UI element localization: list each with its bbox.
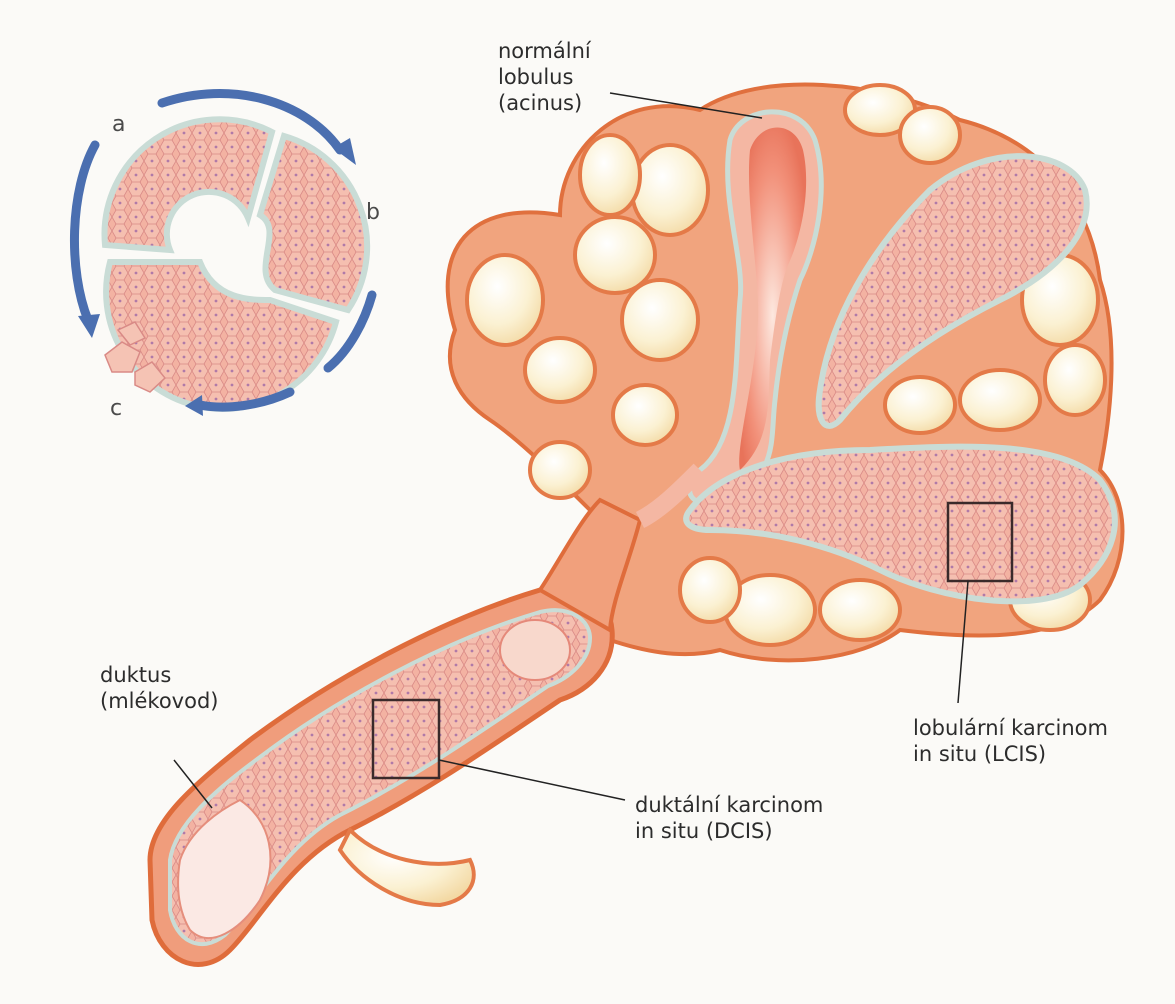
arrowhead-a bbox=[78, 314, 100, 338]
label-lcis-line2: in situ (LCIS) bbox=[913, 741, 1108, 767]
duct-side-branch bbox=[340, 830, 474, 905]
label-dcis-line2: in situ (DCIS) bbox=[635, 818, 823, 844]
cycle-diagram bbox=[74, 94, 372, 416]
cycle-letter-b: b bbox=[366, 200, 380, 225]
cycle-segment-b bbox=[260, 136, 367, 310]
label-duct-line2: (mlékovod) bbox=[100, 688, 218, 714]
label-normal-lobule-line3: (acinus) bbox=[498, 90, 591, 116]
arrow-c-to-a bbox=[74, 145, 95, 320]
duct bbox=[150, 587, 612, 964]
label-lcis-line1: lobulární karcinom bbox=[913, 715, 1108, 741]
label-duct-line1: duktus bbox=[100, 662, 218, 688]
label-lcis: lobulární karcinom in situ (LCIS) bbox=[913, 715, 1108, 767]
cycle-segment-a bbox=[105, 119, 272, 250]
leader-dcis bbox=[439, 760, 625, 800]
cycle-letter-c: c bbox=[110, 396, 122, 421]
label-duct: duktus (mlékovod) bbox=[100, 662, 218, 714]
cycle-letter-a: a bbox=[112, 112, 125, 137]
label-normal-lobule-line1: normální bbox=[498, 38, 591, 64]
label-dcis-line1: duktální karcinom bbox=[635, 792, 823, 818]
label-dcis: duktální karcinom in situ (DCIS) bbox=[635, 792, 823, 844]
duct-lumen-far bbox=[500, 620, 570, 680]
label-normal-lobule-line2: lobulus bbox=[498, 64, 591, 90]
label-normal-lobule: normální lobulus (acinus) bbox=[498, 38, 591, 116]
